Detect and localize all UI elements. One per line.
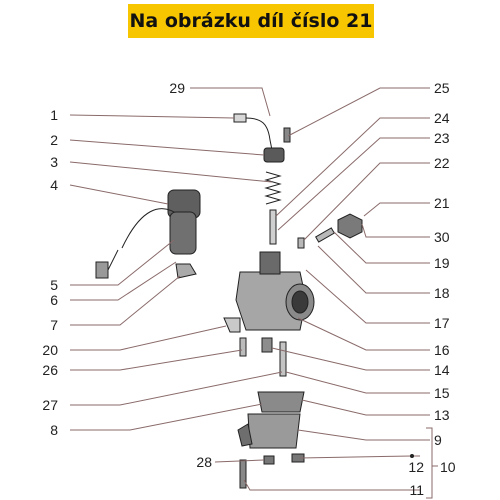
callout-2: 2: [50, 132, 58, 148]
callout-1: 1: [50, 107, 58, 123]
callout-18: 18: [434, 285, 450, 301]
part-cable-end: [107, 249, 119, 271]
callout-23: 23: [434, 130, 450, 146]
part-float: [257, 391, 305, 413]
part-choke-body: [169, 211, 197, 255]
part-connector: [95, 261, 109, 279]
part-needle: [269, 209, 277, 245]
callout-26: 26: [42, 362, 58, 378]
callout-29: 29: [169, 80, 185, 96]
callout-3: 3: [50, 154, 58, 170]
part-nut: [337, 213, 363, 239]
callout-27: 27: [42, 397, 58, 413]
part-hose: [245, 117, 273, 151]
callout-13: 13: [434, 407, 450, 423]
part-nozzle: [261, 337, 273, 353]
part-float-bowl: [247, 413, 301, 449]
part-long-screw: [239, 459, 247, 489]
part-emulsion-tube: [279, 341, 287, 377]
part-spring: [264, 171, 282, 205]
callout-30: 30: [434, 229, 450, 245]
part-bowl-tab: [237, 423, 253, 447]
callout-9: 9: [434, 432, 442, 448]
callout-11: 11: [409, 482, 424, 498]
callout-4: 4: [50, 177, 58, 193]
callout-24: 24: [434, 110, 450, 126]
title-banner: Na obrázku díl číslo 21: [128, 4, 374, 38]
part-carb-bore: [291, 290, 309, 314]
callout-19: 19: [434, 255, 450, 271]
callout-6: 6: [50, 292, 58, 308]
callout-5: 5: [50, 277, 58, 293]
part-choke-cap: [263, 147, 285, 163]
part-clip: [175, 263, 197, 279]
part-carb-top: [259, 251, 281, 275]
callout-16: 16: [434, 342, 450, 358]
callout-8: 8: [50, 422, 58, 438]
callout-labels: 1 2 3 4 5 6 7 20 26 27 8 29 28 25 24 23 …: [42, 80, 455, 498]
callout-7: 7: [50, 317, 58, 333]
callout-15: 15: [434, 385, 450, 401]
callout-12: 12: [408, 459, 424, 475]
part-main-jet: [239, 337, 247, 357]
callout-14: 14: [434, 362, 450, 378]
part-dot: [410, 454, 414, 458]
part-bracket: [223, 317, 241, 333]
part-carb-body: [235, 271, 307, 331]
callout-17: 17: [434, 315, 450, 331]
parts-group: [95, 113, 363, 489]
part-small-screw: [263, 455, 275, 465]
callout-25: 25: [434, 80, 450, 96]
banner-title: Na obrázku díl číslo 21: [129, 10, 373, 32]
callout-22: 22: [434, 155, 450, 171]
callout-10: 10: [440, 459, 456, 475]
callout-21: 21: [434, 195, 450, 211]
part-fitting: [233, 113, 247, 123]
callout-28: 28: [196, 454, 212, 470]
part-small-jet: [297, 237, 305, 249]
part-idle-screw: [315, 227, 335, 243]
callout-20: 20: [42, 342, 58, 358]
